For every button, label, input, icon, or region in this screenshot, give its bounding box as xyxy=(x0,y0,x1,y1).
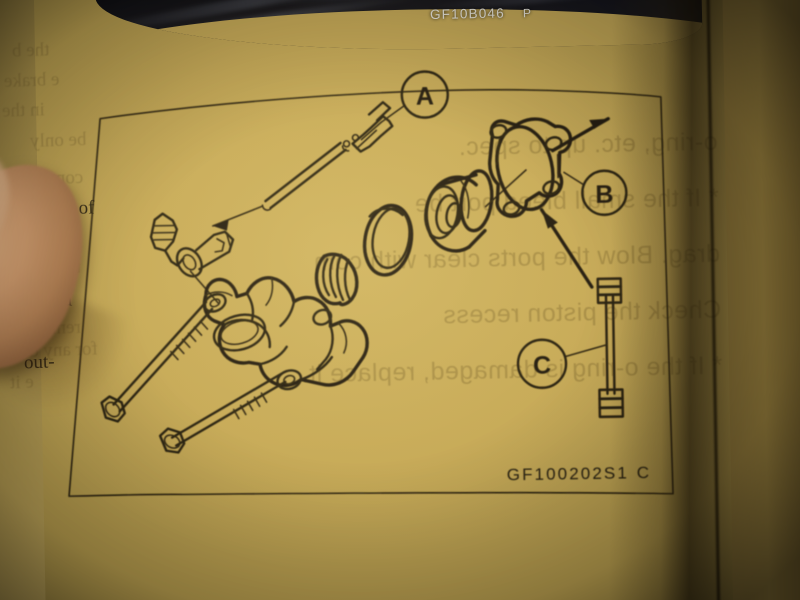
callout-label-a: A xyxy=(416,82,435,110)
dust-boot xyxy=(314,252,359,307)
piston xyxy=(424,169,494,253)
mounting-bolt-short xyxy=(158,372,287,454)
slide-pin-shaft xyxy=(264,141,342,203)
caliper-body xyxy=(202,276,369,391)
bleed-screw xyxy=(149,212,185,267)
page-gutter-shadow xyxy=(608,0,742,600)
arrow-a-to-caliper xyxy=(212,205,264,227)
caliper-bracket-plate xyxy=(487,117,573,218)
bleed-port-fitting xyxy=(175,230,235,278)
leader-b xyxy=(563,171,586,186)
far-page-surface xyxy=(721,0,800,600)
callout-label-c: C xyxy=(533,352,552,380)
diagram-frame xyxy=(68,89,674,498)
leader-c xyxy=(565,343,608,358)
piston-seal-ring xyxy=(362,203,414,277)
